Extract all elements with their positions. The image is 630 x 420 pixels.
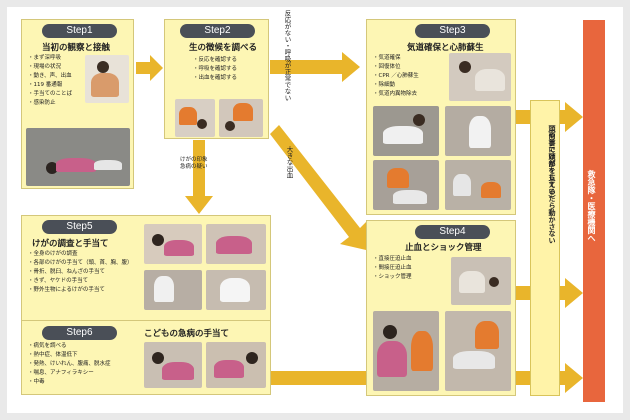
- step5-photo-1: [144, 224, 202, 264]
- step5-list: 全身のけがの調査 各部のけがの手当て（頭、首、胸、腹） 骨折、脱臼、ねんざの手当…: [28, 250, 133, 295]
- list-item: 各部のけがの手当て（頭、首、胸、腹）: [28, 259, 133, 268]
- step4-photo-1: [451, 257, 511, 305]
- arrow-step2-step4: [270, 125, 367, 250]
- step2-list: 反応を確認する 呼吸を確認する 出血を確認する: [193, 56, 238, 83]
- list-item: 病気を調べる: [28, 342, 111, 351]
- step5-photo-4: [206, 270, 266, 310]
- step3-photo-2: [373, 106, 439, 156]
- step4-photo-2: [373, 311, 439, 391]
- list-item: 出血を確認する: [193, 74, 238, 83]
- list-item: 現場の状況: [28, 63, 72, 72]
- step6-list: 病気を調べる 熱中症、体温低下 発熱、けいれん、腹痛、脱水症 喘息、アナフィラキ…: [28, 342, 111, 387]
- step3-title: 気道確保と心肺蘇生: [407, 43, 484, 53]
- no-response-label: 反応がない・呼吸が正常でない: [283, 10, 291, 101]
- list-item: 全身のけがの調査: [28, 250, 133, 259]
- end-label: 救急隊・医療機関へ: [587, 170, 596, 242]
- end-bar: 救急隊・医療機関へ: [583, 20, 605, 402]
- step1-box: Step1 当初の観察と接触 まず深呼吸 現場の状況 動き、声、出血 119 番…: [21, 19, 134, 189]
- step3-photo-1: [449, 53, 511, 101]
- step3-list: 気道確保 回復体位 CPR ／心肺蘇生 除細動 気道内異物除去: [373, 54, 419, 99]
- step3-header: Step3: [415, 24, 490, 38]
- list-item: きず、ヤケドの手当て: [28, 277, 133, 286]
- list-item: 熱中症、体温低下: [28, 351, 111, 360]
- list-item: 野外生物によるけがの手当て: [28, 286, 133, 295]
- list-item: 間接圧迫止血: [373, 264, 412, 273]
- list-item: 回復体位: [373, 63, 419, 72]
- arrow-step2-step3: [270, 52, 360, 82]
- big-bleeding-label: 大きな出血: [285, 146, 293, 179]
- list-item: CPR ／心肺蘇生: [373, 72, 419, 81]
- injury-signs-label: けがの印象 急病の疑い: [180, 157, 208, 170]
- arrow-step2-step5: [185, 140, 213, 214]
- step5-6-box: Step5 けがの調査と手当て 全身のけがの調査 各部のけがの手当て（頭、首、胸…: [21, 215, 271, 395]
- step4-header: Step4: [415, 225, 490, 239]
- step3-photo-3: [445, 106, 511, 156]
- step4-photo-3: [445, 311, 511, 391]
- list-item: 手当てのことば: [28, 90, 73, 99]
- step2-box: Step2 生の徴候を調べる 反応を確認する 呼吸を確認する 出血を確認する: [164, 19, 269, 139]
- step2-photo-1: [175, 99, 215, 137]
- step4-list: 直接圧迫止血 間接圧迫止血 ショック管理: [373, 255, 412, 282]
- step2-photo-2: [219, 99, 263, 137]
- divider: [22, 320, 270, 321]
- list-item: 直接圧迫止血: [373, 255, 412, 264]
- list-item: 呼吸を確認する: [193, 65, 238, 74]
- list-item: 反応を確認する: [193, 56, 238, 65]
- list-item: 気道確保: [373, 54, 419, 63]
- step1-header: Step1: [42, 24, 117, 38]
- step2-header: Step2: [180, 24, 255, 38]
- step5-title: けがの調査と手当て: [32, 239, 109, 249]
- list-item: 気道内異物除去: [373, 90, 419, 99]
- step3-photo-5: [445, 160, 511, 210]
- step2-title: 生の徴候を調べる: [189, 43, 258, 53]
- step1-photo-1: [85, 55, 129, 103]
- step1-list: まず深呼吸 現場の状況 動き、声、出血 119 番通報 手当てのことば 感染防止: [28, 54, 73, 108]
- list-item: 発熱、けいれん、腹痛、脱水症: [28, 360, 111, 369]
- list-item: 喘息、アナフィラキシー: [28, 369, 111, 378]
- list-item: ショック管理: [373, 273, 412, 282]
- arrow-step1-step2: [136, 55, 163, 81]
- step6-title: こどもの急病の手当て: [144, 329, 230, 339]
- step3-photo-4: [373, 160, 439, 210]
- step1-photo-2: [26, 128, 130, 186]
- list-item: 動き、声、出血: [28, 72, 72, 81]
- step6-header: Step6: [42, 326, 117, 340]
- list-item: 骨折、脱臼、ねんざの手当て: [28, 268, 133, 277]
- list-item: 中毒: [28, 378, 111, 387]
- step5-photo-2: [206, 224, 266, 264]
- list-item: 除細動: [373, 81, 419, 90]
- list-item: 感染防止: [28, 99, 72, 108]
- step5-photo-3: [144, 270, 202, 310]
- step5-header: Step5: [42, 220, 117, 234]
- list-item: 119 番通報: [28, 81, 72, 90]
- step3-box: Step3 気道確保と心肺蘇生 気道確保 回復体位 CPR ／心肺蘇生 除細動 …: [366, 19, 516, 215]
- step4-title: 止血とショック管理: [405, 243, 482, 253]
- dont-move-note: 頭や首にけがをしていたら動かさない（両手で頭部を支える）: [530, 100, 560, 396]
- step1-title: 当初の観察と接触: [42, 43, 111, 53]
- list-item: まず深呼吸: [28, 54, 72, 63]
- step4-box: Step4 止血とショック管理 直接圧迫止血 間接圧迫止血 ショック管理: [366, 220, 516, 396]
- step6-photo-1: [144, 342, 202, 388]
- step6-photo-2: [206, 342, 266, 388]
